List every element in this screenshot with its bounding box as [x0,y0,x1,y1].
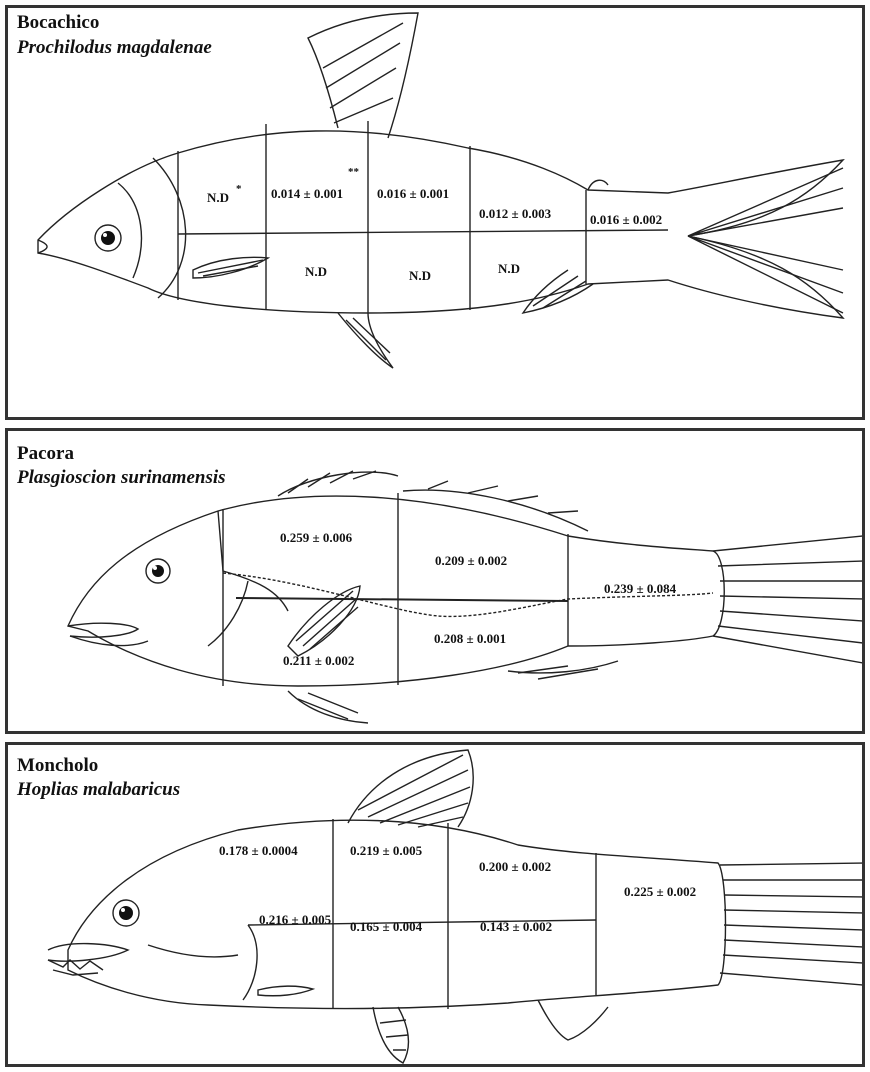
value-lower-4: N.D [498,261,520,277]
value-lower-3: 0.143 ± 0.002 [480,919,552,935]
value-tail: 0.016 ± 0.002 [590,212,662,228]
value-upper-1: 0.178 ± 0.0004 [219,843,298,859]
marker-single-asterisk: * [236,183,242,195]
value-lower-1: 0.211 ± 0.002 [283,653,354,669]
bocachico-fish-drawing [8,8,865,420]
species-scientific-name: Hoplias malabaricus [17,779,180,801]
value-upper-1: 0.259 ± 0.006 [280,530,352,546]
value-lower-2: 0.165 ± 0.004 [350,919,422,935]
value-upper-2: 0.219 ± 0.005 [350,843,422,859]
species-common-name: Moncholo [17,755,98,777]
value-lower-2: N.D [305,264,327,280]
value-upper-2: 0.014 ± 0.001 [271,186,343,202]
value-lower-1: 0.216 ± 0.005 [259,912,331,928]
panel-bocachico: Bocachico Prochilodus magdalenae N.D * 0… [5,5,865,420]
value-tail: 0.225 ± 0.002 [624,884,696,900]
marker-double-asterisk: ** [348,166,359,178]
panel-pacora: Pacora Plasgioscion surinamensis 0.259 ±… [5,428,865,734]
value-upper-4: 0.012 ± 0.003 [479,206,551,222]
value-upper-3: 0.016 ± 0.001 [377,186,449,202]
species-scientific-name: Prochilodus magdalenae [17,37,212,59]
value-upper-3: 0.200 ± 0.002 [479,859,551,875]
species-common-name: Bocachico [17,12,99,34]
species-common-name: Pacora [17,443,74,465]
value-tail: 0.239 ± 0.084 [604,581,676,597]
value-lower-3: N.D [409,268,431,284]
value-lower-2: 0.208 ± 0.001 [434,631,506,647]
value-upper-2: 0.209 ± 0.002 [435,553,507,569]
value-upper-1: N.D [207,190,229,206]
panel-moncholo: Moncholo Hoplias malabaricus 0.178 ± 0.0… [5,742,865,1067]
species-scientific-name: Plasgioscion surinamensis [17,467,226,489]
